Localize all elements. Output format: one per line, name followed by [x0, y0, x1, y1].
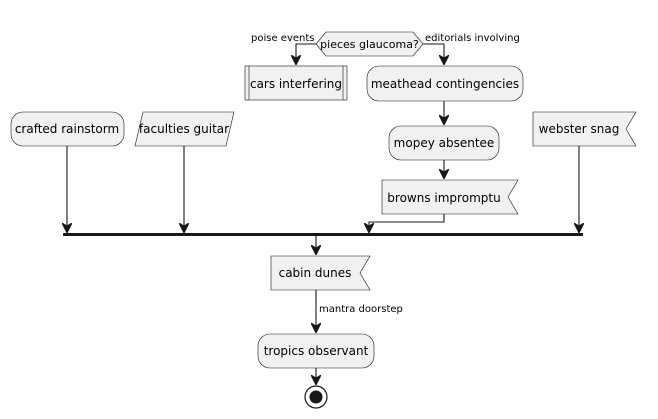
- node-tropics-observant: tropics observant: [257, 333, 375, 369]
- node-label: webster snag: [539, 122, 620, 136]
- decision-label: pieces glaucoma?: [320, 38, 419, 51]
- end-node: [304, 385, 328, 409]
- decision-pieces-glaucoma: pieces glaucoma?: [315, 31, 424, 57]
- edge-decision-to-cars: [296, 43, 316, 64]
- join-bar: [63, 233, 583, 236]
- node-cars-interfering: cars interfering: [244, 65, 348, 101]
- edge-label-editorials-involving: editorials involving: [425, 33, 520, 44]
- edge-browns-to-join: [369, 214, 445, 232]
- edge-label-mantra-doorstep: mantra doorstep: [319, 304, 403, 315]
- node-label: faculties guitar: [139, 122, 229, 136]
- edge-label-poise-events: poise events: [251, 33, 314, 44]
- node-label: meathead contingencies: [371, 77, 519, 91]
- node-webster-snag: webster snag: [532, 111, 637, 147]
- node-browns-impromptu: browns impromptu: [381, 179, 519, 215]
- node-crafted-rainstorm: crafted rainstorm: [10, 111, 125, 147]
- node-label: cars interfering: [250, 77, 342, 91]
- node-label: browns impromptu: [387, 191, 500, 205]
- node-meathead-contingencies: meathead contingencies: [366, 65, 524, 102]
- node-label: crafted rainstorm: [15, 122, 119, 136]
- node-mopey-absentee: mopey absentee: [388, 125, 500, 161]
- edge-decision-to-meathead: [423, 43, 444, 64]
- node-label: tropics observant: [264, 344, 369, 358]
- node-faculties-guitar: faculties guitar: [134, 111, 235, 147]
- node-label: cabin dunes: [279, 266, 352, 280]
- node-cabin-dunes: cabin dunes: [270, 255, 371, 291]
- node-label: mopey absentee: [394, 136, 495, 150]
